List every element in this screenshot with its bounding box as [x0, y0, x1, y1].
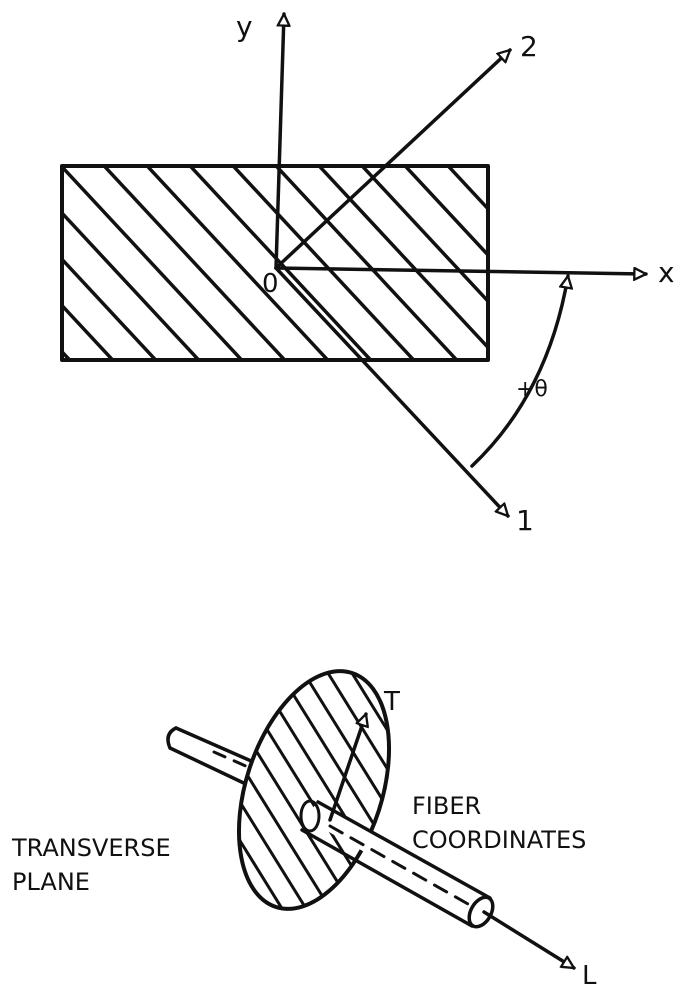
axis-2	[274, 50, 510, 270]
label-2: 2	[520, 30, 538, 63]
axis-t	[328, 714, 366, 822]
hatch-line	[445, 166, 488, 212]
label-1: 1	[516, 504, 534, 537]
hatch-line	[339, 653, 417, 927]
hatch-line	[316, 166, 488, 351]
x-axis	[274, 266, 648, 274]
label-transverse-line1: TRANSVERSE	[11, 834, 171, 862]
label-fiber-line1: FIBER	[412, 792, 481, 820]
hatch-line	[101, 166, 288, 360]
hatch-line	[402, 166, 488, 258]
hatch-line	[273, 166, 460, 360]
hatch-line	[62, 302, 116, 360]
label-y: y	[236, 10, 253, 43]
label-fiber-line2: COORDINATES	[412, 826, 586, 854]
laminate-rectangle	[60, 164, 490, 362]
label-theta: +θ	[516, 377, 548, 402]
hatch-line	[291, 653, 417, 927]
label-l: L	[582, 961, 597, 991]
hatch-line	[359, 166, 488, 304]
axis-l	[482, 910, 574, 970]
hatch-line	[211, 653, 294, 927]
hatch-line	[487, 161, 677, 365]
front-fiber-rod	[299, 799, 495, 929]
label-x: x	[658, 256, 675, 289]
fiber-bottom-figure: T L FIBER COORDINATES TRANSVERSE PLANE	[11, 653, 597, 991]
hatch-line	[230, 166, 417, 360]
label-t: T	[383, 687, 400, 717]
hatch-line	[62, 256, 159, 360]
label-transverse-line2: PLANE	[12, 868, 90, 896]
axis-1	[274, 266, 508, 516]
transverse-disk	[211, 653, 417, 927]
label-origin: 0	[262, 269, 279, 299]
rear-fiber-rod	[166, 726, 266, 788]
hatch-line	[62, 166, 245, 360]
y-axis	[274, 12, 284, 270]
hatch-line	[144, 166, 331, 360]
hatch-line	[62, 210, 202, 360]
hatch-line	[0, 161, 31, 365]
hatch-line	[387, 653, 417, 927]
hatch-line	[211, 653, 246, 927]
laminate-top-figure: y x 2 1 0 +θ	[0, 10, 677, 537]
hatch-line	[211, 653, 342, 927]
theta-arc	[470, 276, 568, 468]
